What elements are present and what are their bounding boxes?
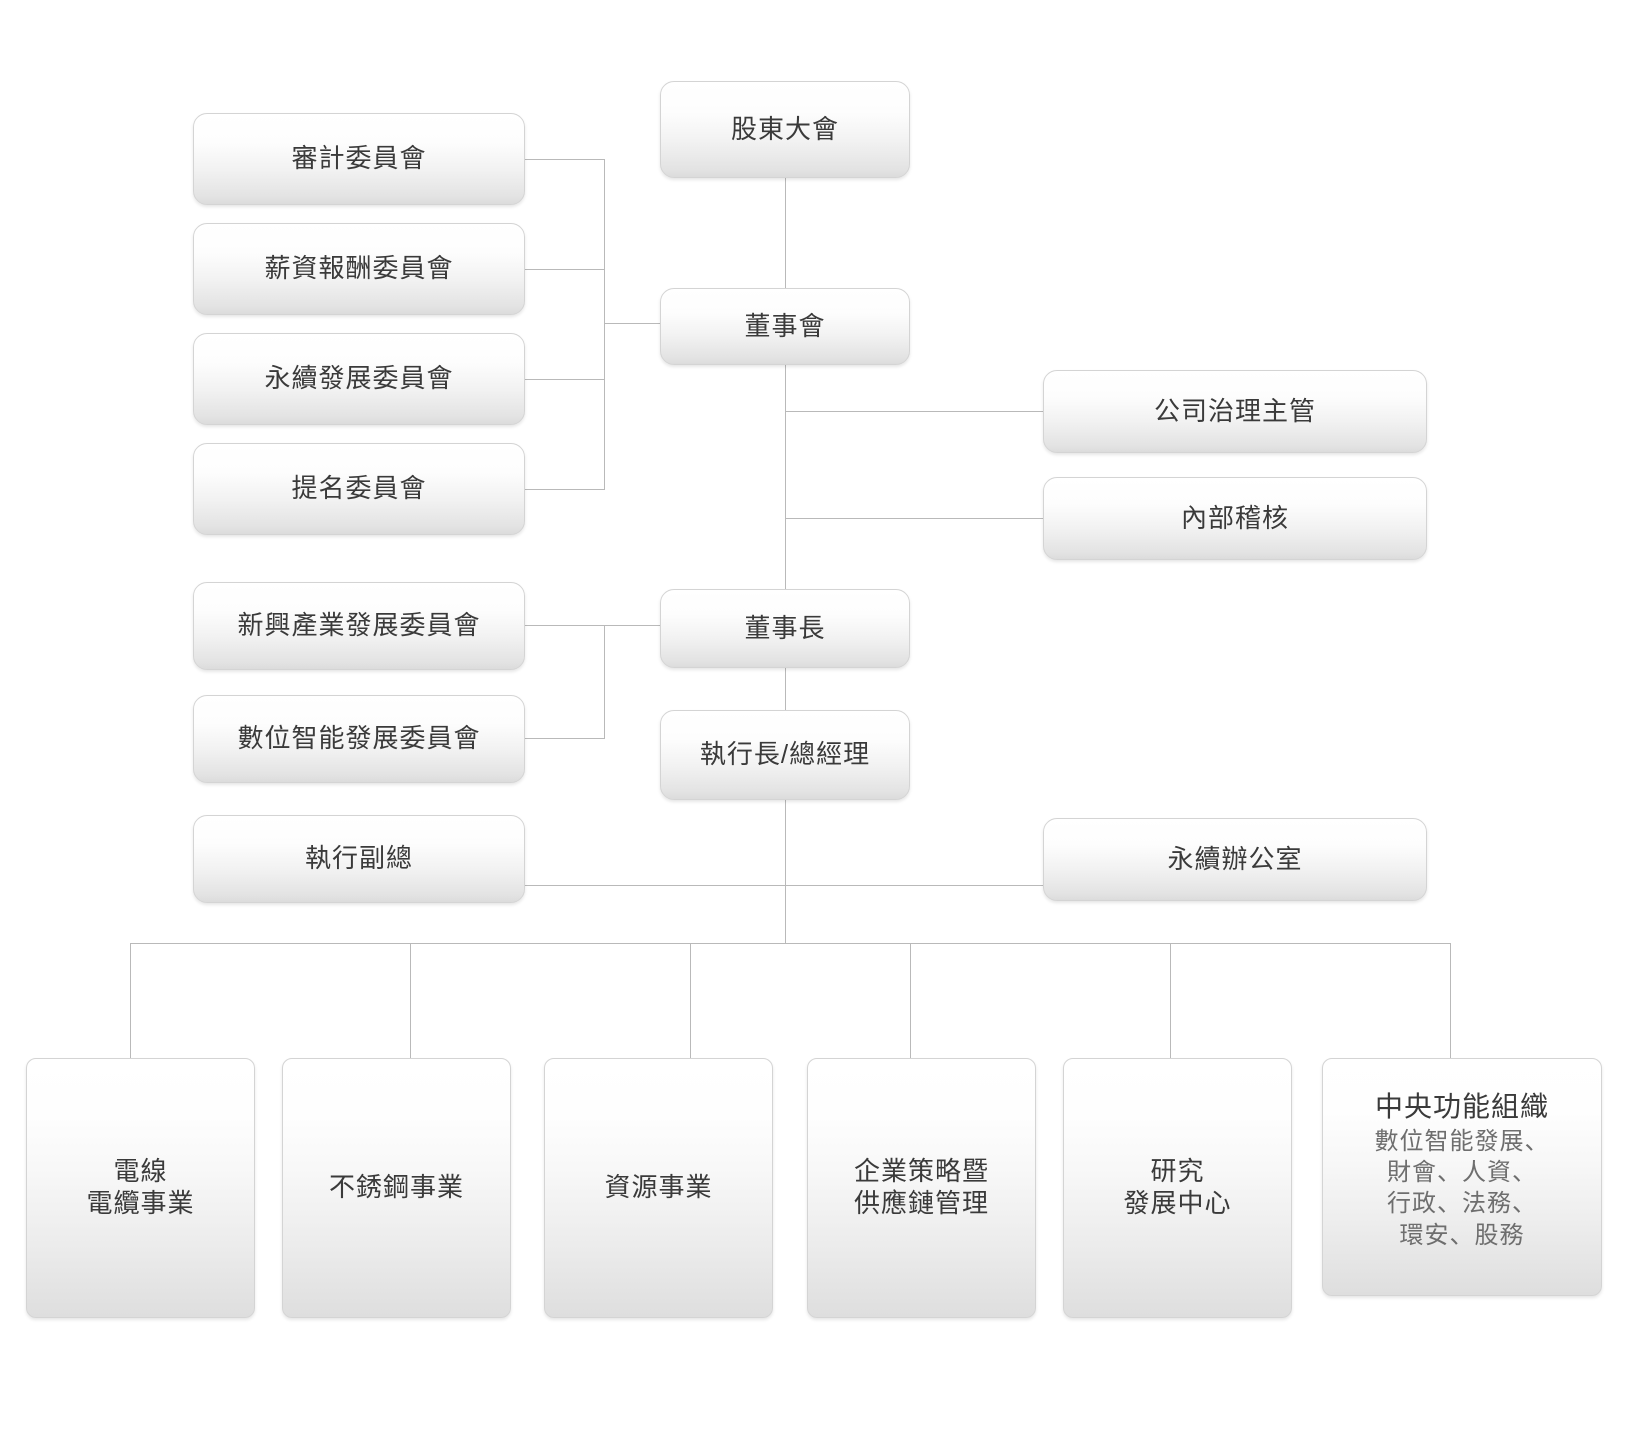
connector-drop-wire-cable [130,943,131,1059]
connector-drop-resources [690,943,691,1059]
node-board-of-directors-label: 董事會 [744,310,826,341]
connector-division-bus [130,943,1450,944]
connector-audit-committee [525,159,605,160]
node-compensation-committee-label: 薪資報酬委員會 [264,253,454,284]
node-chairman-label: 董事長 [744,612,826,643]
node-audit-committee-label: 審計委員會 [291,143,427,174]
node-resources-business-label: 資源事業 [604,1172,713,1203]
node-sustainability-office[interactable]: 永續辦公室 [1043,818,1427,901]
node-central-functions-title: 中央功能組織 [1374,1091,1549,1122]
connector-nomination-committee [525,489,605,490]
node-wire-cable-business[interactable]: 電線 電纜事業 [26,1058,255,1318]
connector-board-to-chairman [785,365,786,589]
node-compensation-committee[interactable]: 薪資報酬委員會 [193,223,525,315]
connector-compensation-committee [525,269,605,270]
node-sustainability-office-label: 永續辦公室 [1167,843,1303,874]
node-digital-intelligence-committee-label: 數位智能發展委員會 [237,723,481,754]
node-ceo-president[interactable]: 執行長/總經理 [660,710,910,800]
node-audit-committee[interactable]: 審計委員會 [193,113,525,205]
node-board-of-directors[interactable]: 董事會 [660,288,910,365]
connector-committee-bus-to-board [604,323,661,324]
connector-drop-rd-center [1170,943,1171,1059]
connector-digital-intelligence-committee [525,738,605,739]
node-corporate-strategy-supply-chain[interactable]: 企業策略暨 供應鏈管理 [807,1058,1036,1318]
node-shareholders-meeting[interactable]: 股東大會 [660,81,910,178]
connector-board-to-internal-audit [785,518,1044,519]
node-digital-intelligence-committee[interactable]: 數位智能發展委員會 [193,695,525,783]
node-corporate-governance-officer[interactable]: 公司治理主管 [1043,370,1427,453]
node-wire-cable-business-label: 電線 電纜事業 [86,1156,195,1218]
node-ceo-president-label: 執行長/總經理 [699,739,871,770]
connector-board-to-governance-officer [785,411,1044,412]
connector-drop-corporate-strategy [910,943,911,1059]
node-executive-vice-president[interactable]: 執行副總 [193,815,525,903]
node-central-functions-detail: 數位智能發展、 財會、人資、 行政、法務、 環安、股務 [1374,1128,1550,1249]
connector-ceo-spine [785,800,786,944]
connector-chairman-to-ceo [785,668,786,710]
node-internal-audit[interactable]: 內部稽核 [1043,477,1427,560]
node-rd-center[interactable]: 研究 發展中心 [1063,1058,1292,1318]
node-stainless-steel-business-label: 不銹鋼事業 [328,1172,464,1203]
node-corporate-strategy-supply-chain-label: 企業策略暨 供應鏈管理 [853,1156,989,1218]
node-resources-business[interactable]: 資源事業 [544,1058,773,1318]
node-emerging-industry-committee[interactable]: 新興產業發展委員會 [193,582,525,670]
connector-shareholders-to-board [785,178,786,288]
connector-spine-to-sustainability-office [785,885,1044,886]
node-nomination-committee[interactable]: 提名委員會 [193,443,525,535]
connector-sustainability-committee [525,379,605,380]
connector-chairman-committee-bus [604,625,605,738]
node-corporate-governance-officer-label: 公司治理主管 [1153,395,1316,426]
connector-drop-central-functions [1450,943,1451,1059]
connector-exec-vp-to-spine [525,885,786,886]
node-rd-center-label: 研究 發展中心 [1123,1156,1232,1218]
connector-emerging-industry-committee [525,625,605,626]
node-chairman[interactable]: 董事長 [660,589,910,668]
connector-committee-bus [604,159,605,489]
node-sustainability-committee[interactable]: 永續發展委員會 [193,333,525,425]
node-nomination-committee-label: 提名委員會 [291,473,427,504]
connector-drop-stainless-steel [410,943,411,1059]
node-internal-audit-label: 內部稽核 [1180,502,1289,533]
node-shareholders-meeting-label: 股東大會 [730,113,839,144]
node-central-functions[interactable]: 中央功能組織 數位智能發展、 財會、人資、 行政、法務、 環安、股務 [1322,1058,1602,1296]
connector-chairman-bus-to-chairman [604,625,661,626]
node-executive-vice-president-label: 執行副總 [304,843,413,874]
node-stainless-steel-business[interactable]: 不銹鋼事業 [282,1058,511,1318]
node-emerging-industry-committee-label: 新興產業發展委員會 [237,610,481,641]
node-sustainability-committee-label: 永續發展委員會 [264,363,454,394]
